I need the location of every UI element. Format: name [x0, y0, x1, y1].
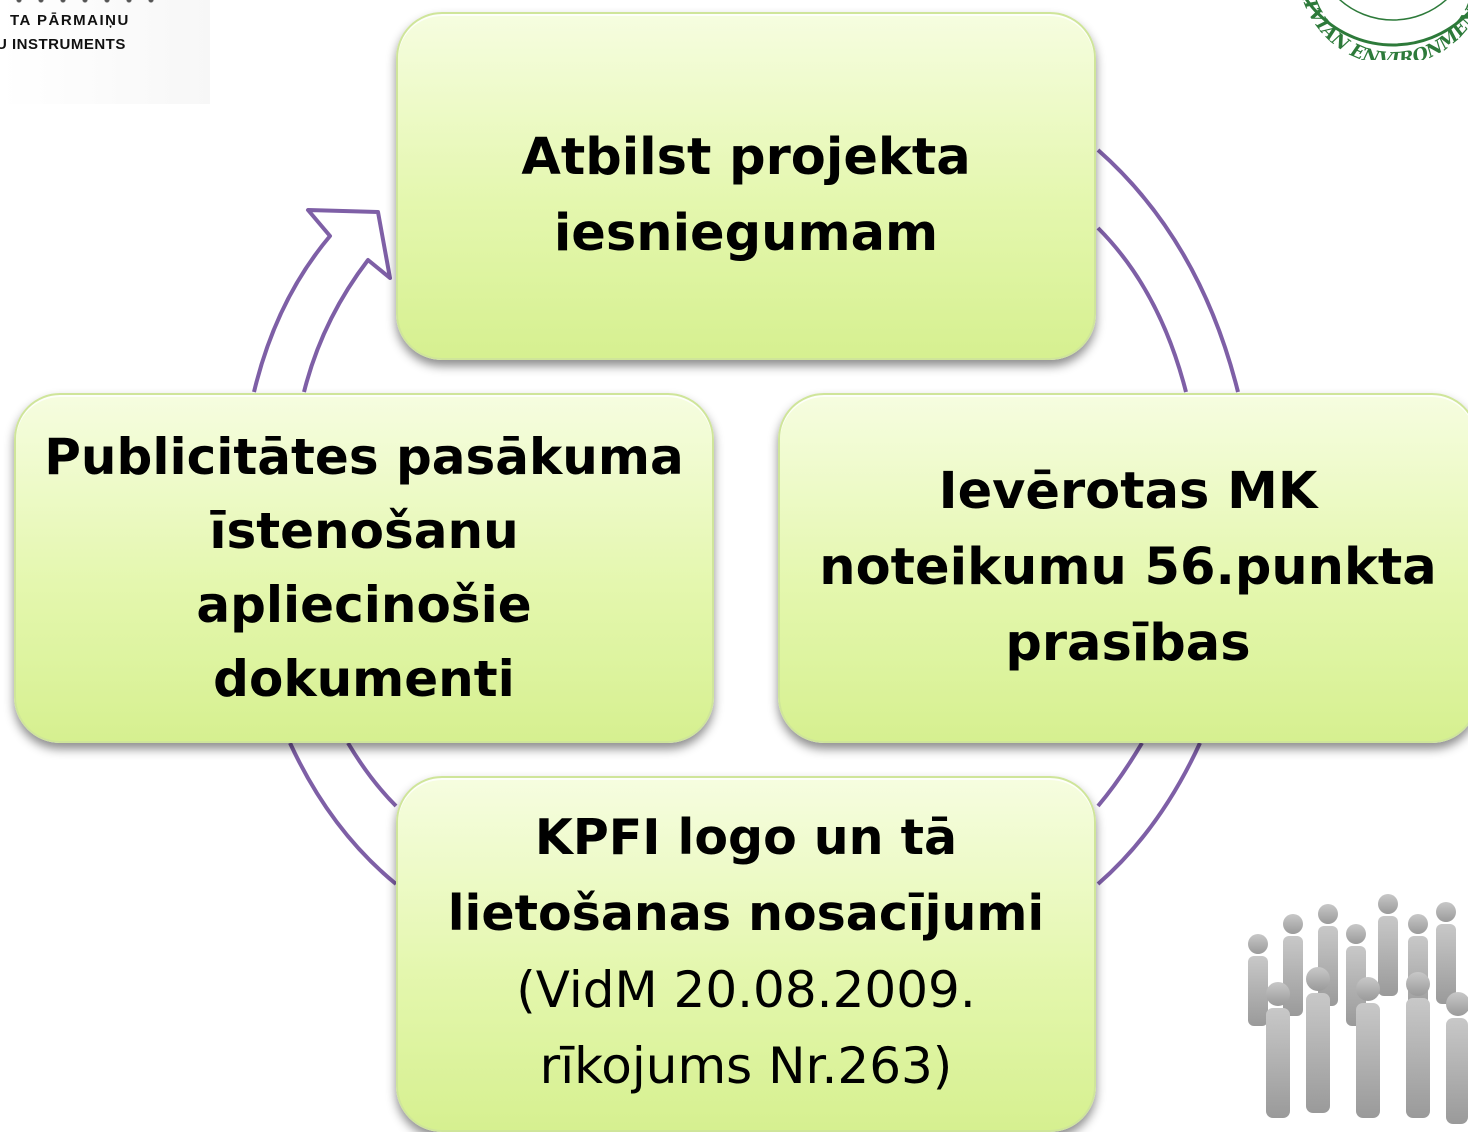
arrow-bottom-left-inner	[346, 741, 398, 808]
step-box-top: Atbilst projekta iesniegumam	[396, 12, 1096, 360]
step-top-line-1: Atbilst projekta	[521, 128, 971, 187]
step-left-line-3: apliecinošie	[196, 576, 532, 634]
step-box-right: Ievērotas MK noteikumu 56.punkta prasība…	[778, 393, 1468, 743]
logo-text-line-1: TA PĀRMAIŅU	[10, 12, 130, 29]
step-bottom-line-3: (VidM 20.08.2009.	[516, 961, 976, 1019]
step-bottom-line-1: KPFI logo un tā	[534, 809, 958, 866]
arrow-bottom-right-inner	[1096, 741, 1144, 808]
program-logo: TA PĀRMAIŅU U INSTRUMENTS	[0, 0, 210, 104]
environment-seal-logo: ATVIAN ENVIRONMENT	[1294, 0, 1468, 60]
step-right-line-2: noteikumu 56.punkta	[819, 538, 1437, 597]
step-right-line-1: Ievērotas MK	[938, 462, 1318, 521]
arrow-top-right-inner	[1096, 226, 1188, 393]
step-right-line-3: prasības	[1005, 614, 1251, 673]
step-top-line-2: iesniegumam	[553, 204, 939, 263]
logo-dots	[8, 0, 158, 8]
step-box-bottom: KPFI logo un tā lietošanas nosacījumi (V…	[396, 776, 1096, 1132]
step-left-line-1: Publicitātes pasākuma	[44, 428, 684, 486]
step-bottom-line-2: lietošanas nosacījumi	[447, 885, 1045, 942]
arrow-bottom-left-outer	[288, 742, 398, 886]
arrow-top-left	[252, 208, 392, 393]
people-group-illustration	[1248, 894, 1468, 1124]
step-left-line-2: īstenošanu	[209, 502, 519, 560]
step-box-left: Publicitātes pasākuma īstenošanu aplieci…	[14, 393, 714, 743]
arrow-top-right-outer	[1096, 148, 1240, 393]
step-left-line-4: dokumenti	[213, 650, 515, 708]
step-bottom-line-4: rīkojums Nr.263)	[539, 1037, 953, 1095]
logo-text-line-2: U INSTRUMENTS	[0, 36, 126, 53]
arrow-bottom-right-outer	[1096, 742, 1202, 886]
